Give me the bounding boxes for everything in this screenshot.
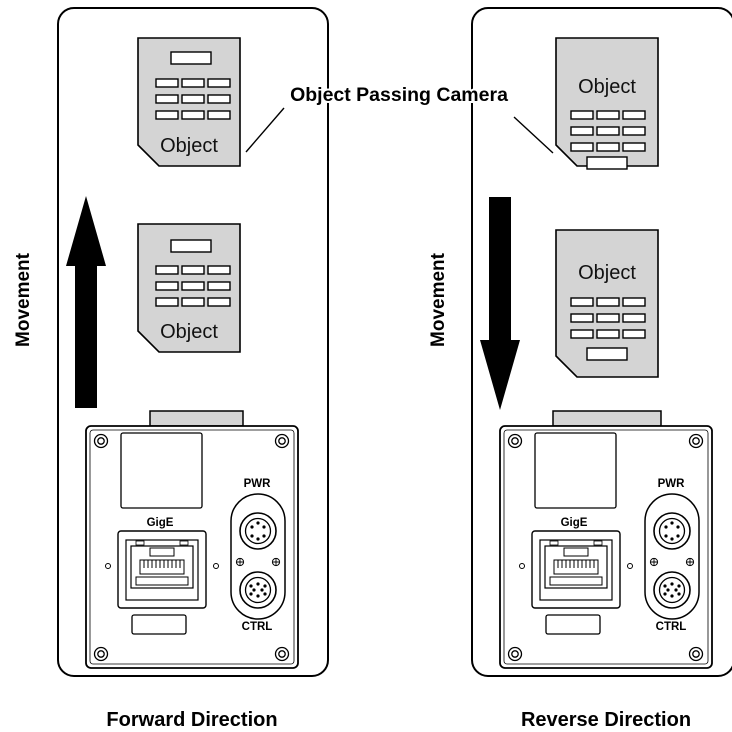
forward-direction-caption: Forward Direction — [106, 709, 277, 731]
reverse-object-bottom: Object — [555, 229, 659, 378]
callout-label: Object Passing Camera — [290, 84, 508, 106]
object-label: Object — [578, 76, 636, 98]
label-plate — [120, 432, 203, 509]
forward-panel: Object Object Movement — [13, 7, 329, 731]
bottom-slot — [545, 614, 601, 635]
object-label: Object — [578, 262, 636, 284]
movement-arrow-down — [480, 197, 520, 410]
movement-arrow-up — [66, 196, 106, 408]
callout-leader-left — [245, 107, 285, 153]
reverse-direction-caption: Reverse Direction — [521, 709, 691, 731]
pwr-connector-icon — [653, 512, 691, 550]
screw-icon — [93, 433, 290, 662]
bottom-slot — [131, 614, 187, 635]
forward-object-top: Object — [137, 37, 241, 167]
camera-mount — [552, 410, 662, 427]
camera-mount — [149, 410, 244, 427]
movement-label: Movement — [428, 252, 449, 347]
ctrl-connector-icon — [239, 571, 277, 609]
pwr-connector-icon — [239, 512, 277, 550]
ctrl-label: CTRL — [242, 621, 273, 633]
screw-icon — [507, 433, 704, 662]
object-label: Object — [160, 321, 218, 343]
ctrl-label: CTRL — [656, 621, 687, 633]
callout-leader-right — [513, 116, 554, 154]
pwr-label: PWR — [658, 478, 686, 490]
forward-camera: GigE PWR — [85, 425, 299, 669]
forward-panel-frame — [57, 7, 329, 677]
reverse-panel-frame — [471, 7, 732, 677]
gige-label: GigE — [147, 517, 174, 529]
ethernet-port-icon — [519, 530, 633, 609]
ctrl-connector-icon — [653, 571, 691, 609]
reverse-camera: GigE PWR — [499, 425, 713, 669]
reverse-object-top: Object — [555, 37, 659, 170]
ethernet-port-icon — [105, 530, 219, 609]
movement-label: Movement — [13, 252, 34, 347]
reverse-panel: Object Object Movement — [428, 7, 732, 731]
forward-object-bottom: Object — [137, 223, 241, 353]
callout: Object Passing Camera — [245, 82, 554, 154]
gige-label: GigE — [561, 517, 588, 529]
object-label: Object — [160, 135, 218, 157]
label-plate — [534, 432, 617, 509]
pwr-label: PWR — [244, 478, 272, 490]
